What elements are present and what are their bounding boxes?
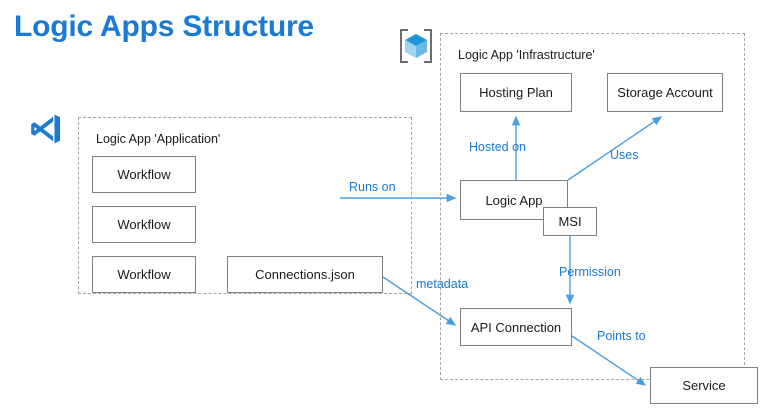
- node-api-connection[interactable]: API Connection: [460, 308, 572, 346]
- node-hosting-plan[interactable]: Hosting Plan: [460, 73, 572, 112]
- node-workflow-1[interactable]: Workflow: [92, 156, 196, 193]
- edge-label-runs-on: Runs on: [349, 180, 396, 194]
- group-infrastructure-label: Logic App 'Infrastructure': [458, 48, 595, 62]
- vscode-icon: [26, 110, 64, 148]
- node-storage-account[interactable]: Storage Account: [607, 73, 723, 112]
- edge-label-points-to: Points to: [597, 329, 646, 343]
- group-application: [78, 117, 412, 294]
- edge-label-metadata: metadata: [416, 277, 469, 291]
- node-workflow-3[interactable]: Workflow: [92, 256, 196, 293]
- node-connections-json[interactable]: Connections.json: [227, 256, 383, 293]
- group-application-label: Logic App 'Application': [96, 132, 221, 146]
- edge-label-permission: Permission: [559, 265, 621, 279]
- azure-resource-group-icon: [396, 26, 436, 66]
- group-infrastructure: [440, 33, 745, 380]
- page-title: Logic Apps Structure: [14, 10, 314, 43]
- node-service[interactable]: Service: [650, 367, 758, 404]
- edge-label-uses: Uses: [610, 148, 639, 162]
- node-msi[interactable]: MSI: [543, 207, 597, 236]
- node-workflow-2[interactable]: Workflow: [92, 206, 196, 243]
- edge-label-hosted-on: Hosted on: [469, 140, 526, 154]
